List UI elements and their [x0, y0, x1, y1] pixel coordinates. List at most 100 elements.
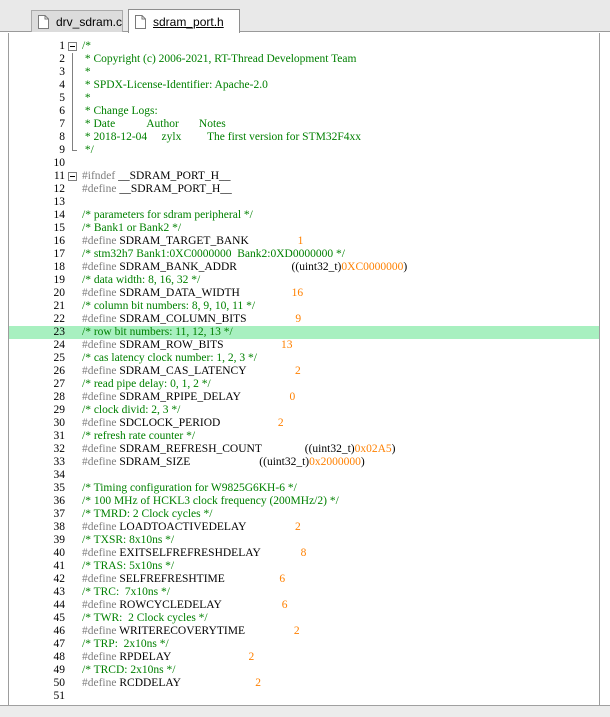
code-text: /* row bit numbers: 11, 12, 13 */ [82, 326, 233, 339]
code-line[interactable]: 50#define RCDDELAY 2 [9, 677, 599, 690]
code-line[interactable]: 18#define SDRAM_BANK_ADDR ((uint32_t)0XC… [9, 261, 599, 274]
code-line[interactable]: 36/* 100 MHz of HCKL3 clock frequency (2… [9, 495, 599, 508]
code-token: ROWCYCLEDELAY [119, 599, 282, 611]
code-line[interactable]: 41/* TRAS: 5x10ns */ [9, 560, 599, 573]
code-token: */ [82, 144, 94, 156]
code-line[interactable]: 23/* row bit numbers: 11, 12, 13 */ [9, 326, 599, 339]
code-line[interactable]: 11#ifndef __SDRAM_PORT_H__ [9, 170, 599, 183]
fold-toggle-icon[interactable] [68, 172, 77, 181]
code-line[interactable]: 27 /* read pipe delay: 0, 1, 2 */ [9, 378, 599, 391]
code-token: /* stm32h7 Bank1:0XC0000000 Bank2:0XD000… [82, 248, 345, 260]
code-line[interactable]: 30#define SDCLOCK_PERIOD 2 [9, 417, 599, 430]
fold-toggle-icon[interactable] [68, 42, 77, 51]
code-token: LOADTOACTIVEDELAY [119, 521, 295, 533]
line-number: 2 [59, 53, 65, 65]
code-line[interactable]: 33#define SDRAM_SIZE ((uint32_t)0x200000… [9, 456, 599, 469]
code-line[interactable]: 25/* cas latency clock number: 1, 2, 3 *… [9, 352, 599, 365]
code-token: /* Bank1 or Bank2 */ [82, 222, 182, 234]
code-line[interactable]: 6 * Change Logs: [9, 105, 599, 118]
code-line[interactable]: 26#define SDRAM_CAS_LATENCY 2 [9, 365, 599, 378]
code-line[interactable]: 5 * [9, 92, 599, 105]
code-line[interactable]: 34 [9, 469, 599, 482]
code-line[interactable]: 38#define LOADTOACTIVEDELAY 2 [9, 521, 599, 534]
tab-sdram-port-h[interactable]: sdram_port.h [128, 9, 240, 33]
code-line[interactable]: 39/* TXSR: 8x10ns */ [9, 534, 599, 547]
tab-label: sdram_port.h [153, 14, 224, 29]
code-line[interactable]: 40#define EXITSELFREFRESHDELAY 8 [9, 547, 599, 560]
code-line[interactable]: 19/* data width: 8, 16, 32 */ [9, 274, 599, 287]
code-token: RPDELAY [119, 651, 249, 663]
code-line[interactable]: 35/* Timing configuration for W9825G6KH-… [9, 482, 599, 495]
line-number: 46 [53, 625, 66, 637]
code-line[interactable]: 4 * SPDX-License-Identifier: Apache-2.0 [9, 79, 599, 92]
code-text: * Copyright (c) 2006-2021, RT-Thread Dev… [82, 53, 357, 66]
code-line[interactable]: 48#define RPDELAY 2 [9, 651, 599, 664]
document-icon [135, 14, 146, 29]
code-token: #define [82, 677, 120, 689]
code-text: #define SDRAM_ROW_BITS 13 [82, 339, 293, 352]
code-text: /* TMRD: 2 Clock cycles */ [82, 508, 212, 521]
code-text: /* stm32h7 Bank1:0XC0000000 Bank2:0XD000… [82, 248, 345, 261]
code-token: /* TRAS: 5x10ns */ [82, 560, 175, 572]
code-text: * Date Author Notes [82, 118, 226, 131]
code-line[interactable]: 1/* [9, 40, 599, 53]
fold-guide [72, 118, 73, 131]
code-line[interactable]: 14/* parameters for sdram peripheral */ [9, 209, 599, 222]
code-line[interactable]: 22#define SDRAM_COLUMN_BITS 9 [9, 313, 599, 326]
code-line[interactable]: 51 [9, 690, 599, 703]
code-line[interactable]: 20#define SDRAM_DATA_WIDTH 16 [9, 287, 599, 300]
code-line[interactable]: 9 */ [9, 144, 599, 157]
code-line[interactable]: 31/* refresh rate counter */ [9, 430, 599, 443]
code-line[interactable]: 12#define __SDRAM_PORT_H__ [9, 183, 599, 196]
line-number: 27 [53, 378, 66, 390]
code-text: /* column bit numbers: 8, 9, 10, 11 */ [82, 300, 255, 313]
code-line[interactable]: 21/* column bit numbers: 8, 9, 10, 11 */ [9, 300, 599, 313]
code-text: #define __SDRAM_PORT_H__ [82, 183, 232, 196]
code-token: #define [82, 443, 120, 455]
line-number: 20 [53, 287, 66, 299]
line-number: 43 [53, 586, 66, 598]
code-line[interactable]: 44#define ROWCYCLEDELAY 6 [9, 599, 599, 612]
code-text: /* read pipe delay: 0, 1, 2 */ [82, 378, 211, 391]
code-text: /* TRAS: 5x10ns */ [82, 560, 174, 573]
code-token: #define [82, 547, 120, 559]
code-line[interactable]: 2 * Copyright (c) 2006-2021, RT-Thread D… [9, 53, 599, 66]
code-line[interactable]: 32#define SDRAM_REFRESH_COUNT ((uint32_t… [9, 443, 599, 456]
line-number: 37 [53, 508, 66, 520]
code-line[interactable]: 24#define SDRAM_ROW_BITS 13 [9, 339, 599, 352]
code-line[interactable]: 47/* TRP: 2x10ns */ [9, 638, 599, 651]
fold-guide [72, 131, 73, 144]
code-token: 0 [289, 391, 296, 403]
code-line[interactable]: 17/* stm32h7 Bank1:0XC0000000 Bank2:0XD0… [9, 248, 599, 261]
code-line[interactable]: 29/* clock divid: 2, 3 */ [9, 404, 599, 417]
code-line[interactable]: 13 [9, 196, 599, 209]
code-token: /* refresh rate counter */ [82, 430, 196, 442]
code-token: 2 [294, 521, 301, 533]
code-line[interactable]: 45/* TWR: 2 Clock cycles */ [9, 612, 599, 625]
tab-drv-sdram-c[interactable]: drv_sdram.c [31, 10, 123, 32]
horizontal-scrollbar[interactable] [0, 705, 610, 717]
code-token: /* TRP: 2x10ns */ [82, 638, 169, 650]
code-line[interactable]: 10 [9, 157, 599, 170]
code-token: 0x02A5 [354, 443, 392, 455]
code-token: SDRAM_DATA_WIDTH [119, 287, 292, 299]
code-line[interactable]: 16#define SDRAM_TARGET_BANK 1 [9, 235, 599, 248]
code-line[interactable]: 8 * 2018-12-04 zylx The first version fo… [9, 131, 599, 144]
line-number: 45 [53, 612, 66, 624]
code-line[interactable]: 7 * Date Author Notes [9, 118, 599, 131]
code-line[interactable]: 3 * [9, 66, 599, 79]
document-icon [38, 14, 49, 29]
line-number: 7 [59, 118, 65, 130]
code-token: EXITSELFREFRESHDELAY [119, 547, 301, 559]
code-line[interactable]: 43/* TRC: 7x10ns */ [9, 586, 599, 599]
code-line[interactable]: 49/* TRCD: 2x10ns */ [9, 664, 599, 677]
line-number: 35 [53, 482, 66, 494]
code-token: /* 100 MHz of HCKL3 clock frequency (200… [82, 495, 339, 507]
code-line[interactable]: 42#define SELFREFRESHTIME 6 [9, 573, 599, 586]
code-line[interactable]: 37 /* TMRD: 2 Clock cycles */ [9, 508, 599, 521]
code-line[interactable]: 28#define SDRAM_RPIPE_DELAY 0 [9, 391, 599, 404]
code-editor[interactable]: 1/*2 * Copyright (c) 2006-2021, RT-Threa… [8, 33, 600, 705]
code-line[interactable]: 46#define WRITERECOVERYTIME 2 [9, 625, 599, 638]
code-text: /* [82, 40, 91, 53]
code-line[interactable]: 15/* Bank1 or Bank2 */ [9, 222, 599, 235]
